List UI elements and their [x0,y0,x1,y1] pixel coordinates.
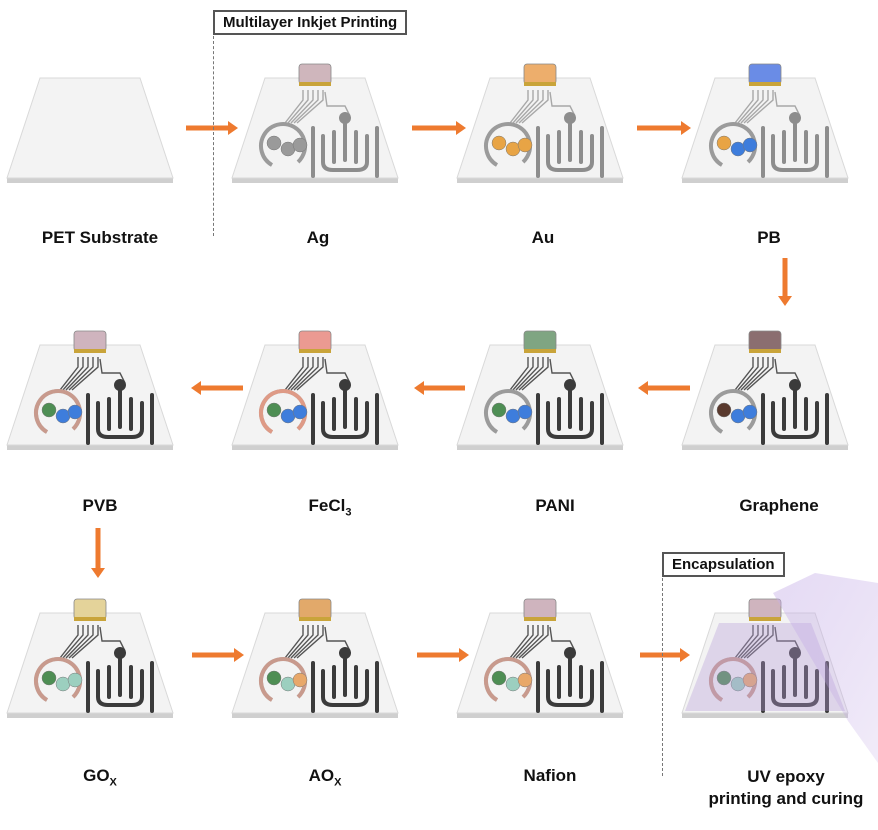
arrow-ag-to-au [412,121,466,135]
arrow-aox-to-nafion [417,648,469,662]
board-gox [6,598,174,718]
connector-pb [748,63,782,85]
label-nafion: Nafion [523,766,577,785]
multilayer-inkjet-printing-label: Multilayer Inkjet Printing [223,14,398,31]
arrow-pet-to-ag [186,121,238,135]
traces-pani [509,357,576,391]
label-ag: Ag [306,228,330,247]
electrode-3-pani [517,404,533,420]
arrow-graphene-to-pani [638,381,690,395]
label-pb: PB [757,228,781,247]
connector-aox [298,598,332,620]
encapsulation-label: Encapsulation [672,556,775,573]
electrode-1-graphene [716,402,732,418]
encapsulation-box: Encapsulation [662,552,785,577]
interdigitated-electrode-pani [536,379,604,445]
interdigitated-electrode-pvb [86,379,154,445]
arrow-pani-to-fecl3 [414,381,465,395]
interdigitated-electrode-gox [86,647,154,713]
electrode-1-au [491,135,507,151]
traces-graphene [734,357,801,391]
electrode-1-pb [716,135,732,151]
connector-uv-epoxy [748,598,782,620]
uv-light [773,573,878,763]
connector-au [523,63,557,85]
electrode-1-pani [491,402,507,418]
traces-uv-epoxy [734,625,801,659]
interdigitated-electrode-au [536,112,604,178]
label-pani: PANI [535,496,575,515]
interdigitated-electrode-fecl3 [311,379,379,445]
board-ag [231,63,399,183]
connector-ag [298,63,332,85]
interdigitated-electrode-aox [311,647,379,713]
traces-aox [284,625,351,659]
arrow-nafion-to-uv [640,648,690,662]
traces-au [509,90,576,124]
electrode-1-gox [41,670,57,686]
electrode-1-aox [266,670,282,686]
connector-fecl3 [298,330,332,352]
label-pvb: PVB [82,496,118,515]
connector-pvb [73,330,107,352]
connector-pani [523,330,557,352]
electrode-3-au [517,137,533,153]
electrode-3-fecl3 [292,404,308,420]
arrow-pb-to-graphene [778,258,792,306]
arrow-au-to-pb [637,121,691,135]
board-aox [231,598,399,718]
electrode-1-uv-epoxy [716,670,732,686]
label-gox: GOX [83,766,117,789]
electrode-1-fecl3 [266,402,282,418]
board-au [456,63,624,183]
electrode-1-pvb [41,402,57,418]
label-pet-substrate: PET Substrate [41,228,159,247]
electrode-3-gox [67,672,83,688]
arrow-gox-to-aox [192,648,244,662]
board-pvb [6,330,174,450]
traces-pb [734,90,801,124]
traces-pvb [59,357,126,391]
board-pb [681,63,849,183]
encapsulation-divider [662,578,663,776]
connector-gox [73,598,107,620]
interdigitated-electrode-nafion [536,647,604,713]
electrode-3-aox [292,672,308,688]
label-au: Au [531,228,555,247]
board-nafion [456,598,624,718]
multilayer-inkjet-printing-box: Multilayer Inkjet Printing [213,10,408,35]
electrode-1-nafion [491,670,507,686]
connector-nafion [523,598,557,620]
arrow-fecl3-to-pvb [191,381,243,395]
electrode-3-ag [292,137,308,153]
interdigitated-electrode-pb [761,112,829,178]
board-fecl3 [231,330,399,450]
electrode-3-pb [742,137,758,153]
board-pet-substrate [6,77,174,183]
traces-fecl3 [284,357,351,391]
electrode-3-uv-epoxy [742,672,758,688]
printing-divider [213,36,214,236]
electrode-3-graphene [742,404,758,420]
connector-graphene [748,330,782,352]
traces-gox [59,625,126,659]
label-graphene: Graphene [739,496,819,515]
label-aox: AOX [308,766,342,789]
arrow-pvb-to-gox [91,528,105,578]
board-pani [456,330,624,450]
electrode-3-pvb [67,404,83,420]
electrode-1-ag [266,135,282,151]
label-fecl3: FeCl3 [308,496,352,519]
interdigitated-electrode-ag [311,112,379,178]
board-graphene [681,330,849,450]
traces-ag [284,90,351,124]
interdigitated-electrode-graphene [761,379,829,445]
electrode-3-nafion [517,672,533,688]
board-uv-epoxy [681,573,878,763]
traces-nafion [509,625,576,659]
